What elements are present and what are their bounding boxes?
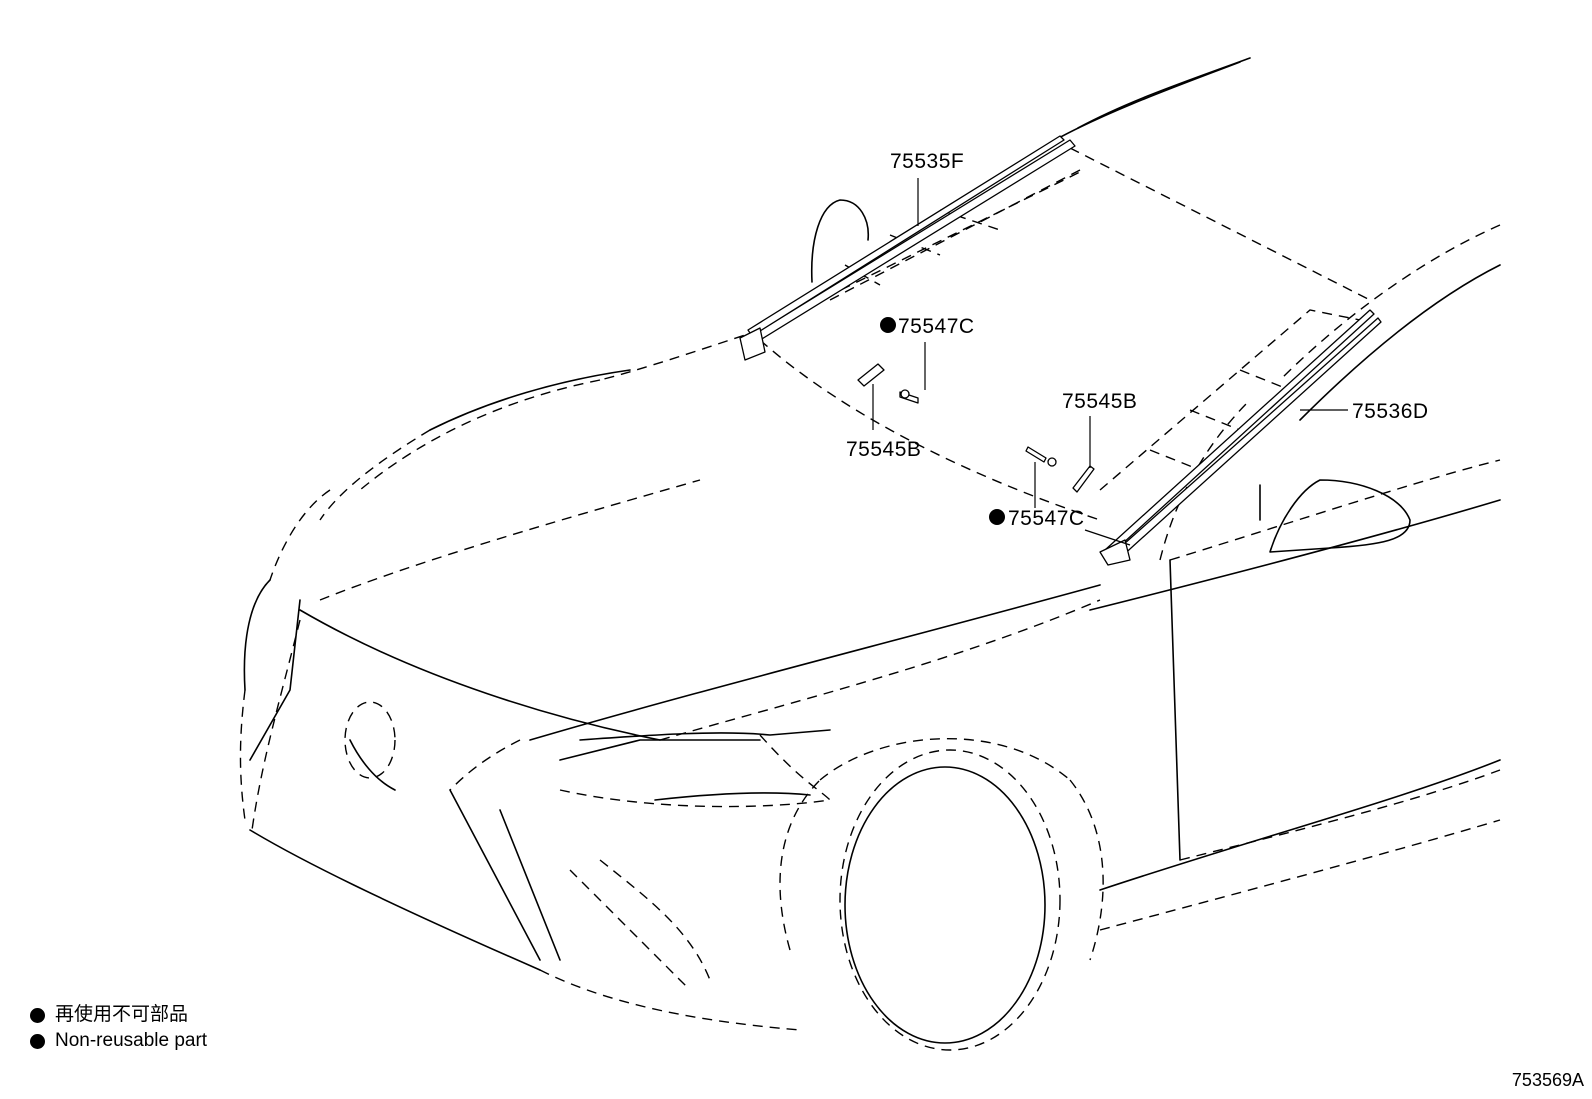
label-75547C-lower: 75547C bbox=[1008, 507, 1085, 530]
legend-text-jp: 再使用不可部品 bbox=[55, 1004, 189, 1025]
windshield-outline bbox=[759, 169, 1361, 521]
leader-lines bbox=[872, 178, 1348, 546]
car-body-outline bbox=[239, 57, 1501, 1051]
clip-75545B-right bbox=[1072, 465, 1095, 493]
legend-row-jp: 再使用不可部品 bbox=[30, 1002, 207, 1028]
clip-75545B-left bbox=[857, 363, 885, 387]
filled-circle-icon bbox=[30, 1007, 45, 1023]
legend: 再使用不可部品 Non-reusable part bbox=[30, 1002, 207, 1054]
callout-labels: 75535F 75547C 75545B 75545B 75536D 75547… bbox=[846, 150, 1429, 530]
label-75545B-left: 75545B bbox=[846, 438, 921, 461]
label-75535F: 75535F bbox=[890, 150, 964, 173]
clip-75547C-lower bbox=[1025, 446, 1057, 467]
non-reusable-dot-icon bbox=[880, 317, 896, 333]
molding-75535F bbox=[739, 135, 1076, 361]
legend-text-en: Non-reusable part bbox=[55, 1030, 208, 1051]
molding-75536D bbox=[1099, 309, 1382, 566]
label-75536D: 75536D bbox=[1352, 400, 1429, 423]
filled-circle-icon bbox=[30, 1033, 45, 1049]
label-75545B-right: 75545B bbox=[1062, 390, 1137, 413]
figure-id: 753569A bbox=[1511, 1070, 1584, 1090]
clip-75547C-upper bbox=[899, 389, 919, 404]
label-75547C-upper: 75547C bbox=[898, 315, 975, 338]
legend-row-en: Non-reusable part bbox=[30, 1028, 207, 1054]
non-reusable-dot-icon bbox=[989, 509, 1005, 525]
